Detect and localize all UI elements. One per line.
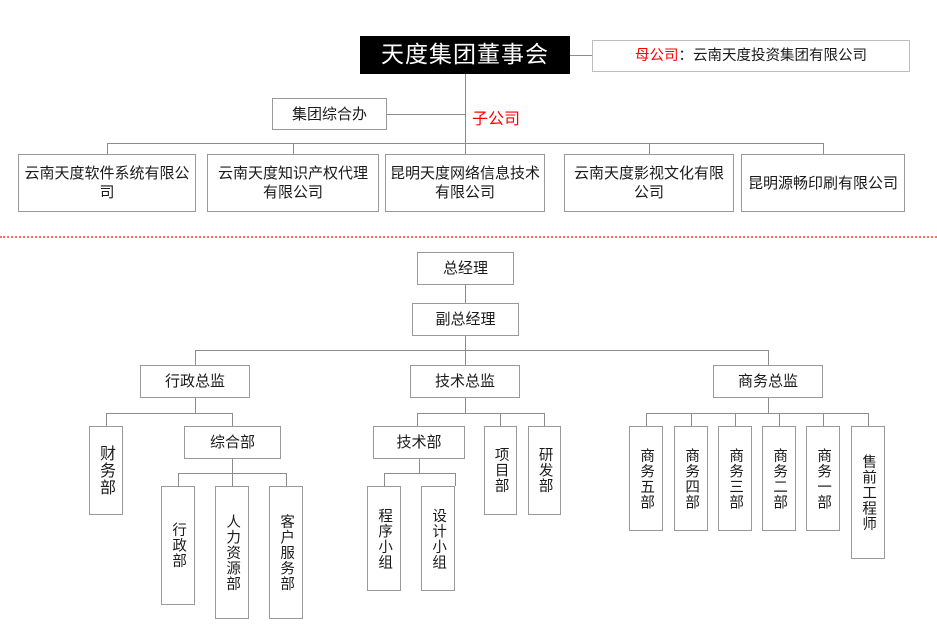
connector-drop-program-group bbox=[384, 473, 385, 486]
connector-drop-customer-service-dept bbox=[286, 473, 287, 486]
connector-drop-business-unit-1 bbox=[646, 413, 647, 426]
admin-director-box: 行政总监 bbox=[140, 365, 250, 398]
connector-drop-design-group bbox=[455, 473, 456, 486]
subsidiary-label: 子公司 bbox=[472, 109, 521, 128]
subsidiary-box-3: 昆明天度网络信息技术有限公司 bbox=[385, 154, 545, 212]
connector-drop-business-unit-2 bbox=[691, 413, 692, 426]
business-unit-box-1: 商务五部 bbox=[629, 426, 663, 531]
parent-company-note: 母公司：云南天度投资集团有限公司 bbox=[592, 40, 910, 72]
connector-directors-bus bbox=[195, 350, 768, 351]
business-unit-box-4: 商务二部 bbox=[762, 426, 796, 531]
subsidiary-box-4: 云南天度影视文化有限公司 bbox=[564, 154, 734, 212]
board-of-directors-box: 天度集团董事会 bbox=[360, 36, 570, 74]
tech-dept-box: 技术部 bbox=[373, 426, 465, 459]
connector-tech-bus bbox=[417, 413, 544, 414]
connector-business-director-trunk bbox=[768, 398, 769, 413]
connector-admin-bus bbox=[106, 413, 232, 414]
design-group-box: 设计小组 bbox=[421, 486, 455, 591]
connector-drop-business-unit-6 bbox=[868, 413, 869, 426]
connector-tech-director-trunk bbox=[465, 398, 466, 413]
business-director-box: 商务总监 bbox=[713, 365, 823, 398]
hr-dept-box: 人力资源部 bbox=[215, 486, 249, 619]
business-unit-box-3: 商务三部 bbox=[718, 426, 752, 531]
connector-drop-subsidiary-2 bbox=[293, 143, 294, 154]
connector-drop-business-unit-3 bbox=[735, 413, 736, 426]
connector-general-dept-trunk bbox=[232, 459, 233, 473]
connector-group-office-to-trunk bbox=[387, 114, 465, 115]
group-office-box: 集团综合办 bbox=[272, 98, 387, 130]
connector-drop-admin-director bbox=[195, 350, 196, 365]
connector-drop-tech-director bbox=[465, 350, 466, 365]
presales-engineer-box: 售前工程师 bbox=[851, 426, 885, 559]
parent-company-separator: ： bbox=[678, 47, 694, 64]
connector-gm-to-dgm bbox=[465, 285, 466, 303]
connector-tech-dept-trunk bbox=[419, 459, 420, 473]
rd-dept-box: 研发部 bbox=[528, 426, 561, 515]
business-unit-box-2: 商务四部 bbox=[674, 426, 708, 531]
connector-board-to-parent-note bbox=[570, 55, 592, 56]
tech-director-box: 技术总监 bbox=[410, 365, 520, 398]
subsidiary-box-2: 云南天度知识产权代理有限公司 bbox=[207, 154, 379, 212]
connector-drop-project-dept bbox=[500, 413, 501, 426]
subsidiary-box-1: 云南天度软件系统有限公司 bbox=[18, 154, 196, 212]
general-dept-box: 综合部 bbox=[184, 426, 281, 459]
connector-drop-subsidiary-4 bbox=[649, 143, 650, 154]
subsidiary-box-5: 昆明源畅印刷有限公司 bbox=[741, 154, 905, 212]
parent-company-value: 云南天度投资集团有限公司 bbox=[693, 47, 867, 64]
connector-drop-business-unit-5 bbox=[823, 413, 824, 426]
connector-drop-hr-dept bbox=[232, 473, 233, 486]
section-divider bbox=[0, 236, 937, 238]
deputy-general-manager-box: 副总经理 bbox=[412, 303, 519, 336]
business-unit-box-5: 商务一部 bbox=[806, 426, 840, 531]
connector-drop-tech-dept bbox=[417, 413, 418, 426]
program-group-box: 程序小组 bbox=[367, 486, 401, 591]
connector-board-trunk bbox=[465, 74, 466, 143]
connector-drop-general-dept bbox=[232, 413, 233, 426]
project-dept-box: 项目部 bbox=[484, 426, 517, 515]
admin-dept-box: 行政部 bbox=[161, 486, 195, 605]
connector-admin-director-trunk bbox=[195, 398, 196, 413]
connector-drop-business-unit-4 bbox=[779, 413, 780, 426]
connector-drop-subsidiary-5 bbox=[823, 143, 824, 154]
general-manager-box: 总经理 bbox=[417, 252, 514, 285]
connector-tech-dept-bus bbox=[384, 473, 455, 474]
connector-business-bus bbox=[646, 413, 868, 414]
finance-dept-box: 财务部 bbox=[89, 426, 123, 515]
connector-drop-finance bbox=[106, 413, 107, 426]
customer-service-dept-box: 客户服务部 bbox=[269, 486, 303, 619]
connector-drop-subsidiary-3 bbox=[465, 143, 466, 154]
connector-drop-subsidiary-1 bbox=[107, 143, 108, 154]
connector-dgm-trunk bbox=[465, 336, 466, 350]
connector-drop-rd-dept bbox=[544, 413, 545, 426]
parent-company-label: 母公司 bbox=[635, 47, 679, 64]
connector-drop-admin-dept bbox=[178, 473, 179, 486]
connector-drop-business-director bbox=[768, 350, 769, 365]
